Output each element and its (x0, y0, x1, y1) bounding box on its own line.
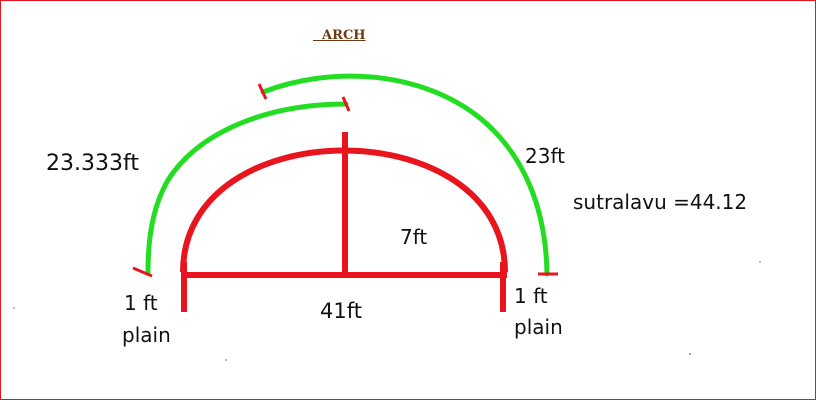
speck (759, 261, 761, 263)
left-plain-label: plain (122, 323, 171, 347)
right-plain-length-label: 1 ft (514, 284, 548, 308)
inner-arc-length-label: 23.333ft (46, 151, 139, 176)
speck (689, 353, 691, 355)
outer-arc-start-tick (257, 83, 268, 100)
right-plain-label: plain (514, 315, 563, 339)
inner-arc-end-tick (132, 266, 153, 278)
outer-arc-line (260, 73, 550, 277)
span-label: 41ft (320, 299, 362, 323)
speck (13, 307, 15, 309)
left-plain-length-label: 1 ft (124, 291, 158, 315)
sutralavu-label: sutralavu =44.12 (573, 190, 747, 214)
inner-arc-start-tick (341, 96, 351, 112)
inner-arc-line (145, 101, 349, 275)
outer-arc-length-label: 23ft (525, 144, 565, 168)
diagram-title: ARCH (313, 28, 366, 43)
speck (225, 359, 227, 361)
height-label: 7ft (400, 225, 427, 249)
